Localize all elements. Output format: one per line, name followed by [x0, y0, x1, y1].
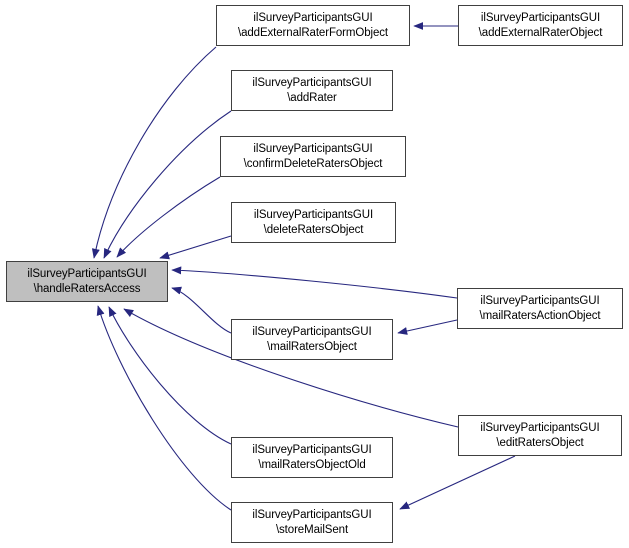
node-label-line1: ilSurveyParticipantsGUI [480, 422, 600, 434]
node-label-line2: \addExternalRaterFormObject [237, 26, 389, 39]
edge-addRater-to-handleRatersAccess [103, 110, 232, 259]
node-label-line1: ilSurveyParticipantsGUI [27, 268, 147, 280]
edge-mailRatersObject-to-handleRatersAccess [171, 286, 232, 334]
edge-confirmDeleteRatersObject-to-handleRatersAccess [116, 176, 221, 258]
node-label-line1: ilSurveyParticipantsGUI [480, 12, 601, 24]
node-mailRatersObject[interactable]: ilSurveyParticipantsGUI \mailRatersObjec… [231, 319, 393, 360]
node-addExternalRaterFormObject[interactable]: ilSurveyParticipantsGUI \addExternalRate… [216, 5, 410, 46]
edge-mailRatersActionObject-to-mailRatersObject [397, 319, 458, 335]
edge-storeMailSent-to-handleRatersAccess [96, 305, 232, 511]
edge-editRatersObject-to-storeMailSent [399, 455, 516, 510]
node-label-line1: ilSurveyParticipantsGUI [252, 444, 372, 456]
edge-mailRatersObjectOld-to-handleRatersAccess [108, 306, 232, 445]
node-label-line2: \handleRatersAccess [33, 282, 141, 295]
node-storeMailSent[interactable]: ilSurveyParticipantsGUI \storeMailSent [231, 502, 393, 543]
edge-mailRatersActionObject-to-handleRatersAccess [171, 266, 458, 299]
node-deleteRatersObject[interactable]: ilSurveyParticipantsGUI \deleteRatersObj… [231, 202, 396, 243]
node-label-line2: \addRater [287, 91, 337, 104]
node-label-line2: \mailRatersActionObject [479, 309, 601, 322]
node-label-line2: \mailRatersObjectOld [258, 458, 366, 471]
node-label-line1: ilSurveyParticipantsGUI [252, 77, 372, 89]
node-label-line2: \confirmDeleteRatersObject [243, 157, 383, 170]
node-label-line1: ilSurveyParticipantsGUI [252, 326, 372, 338]
node-label-line2: \addExternalRaterObject [478, 26, 603, 39]
node-handleRatersAccess[interactable]: ilSurveyParticipantsGUI \handleRatersAcc… [6, 261, 168, 302]
node-label-line1: ilSurveyParticipantsGUI [253, 12, 373, 24]
node-label-line1: ilSurveyParticipantsGUI [252, 509, 372, 521]
node-mailRatersObjectOld[interactable]: ilSurveyParticipantsGUI \mailRatersObjec… [231, 437, 393, 478]
node-label-line2: \editRatersObject [496, 436, 584, 449]
node-label-line1: ilSurveyParticipantsGUI [480, 295, 600, 307]
edge-addExternalRaterFormObject-to-handleRatersAccess [91, 46, 217, 259]
node-label-line2: \mailRatersObject [267, 340, 357, 353]
node-label-line1: ilSurveyParticipantsGUI [253, 143, 373, 155]
node-label-line2: \storeMailSent [275, 523, 349, 536]
node-mailRatersActionObject[interactable]: ilSurveyParticipantsGUI \mailRatersActio… [457, 288, 623, 329]
node-confirmDeleteRatersObject[interactable]: ilSurveyParticipantsGUI \confirmDeleteRa… [220, 136, 406, 177]
node-label-line2: \deleteRatersObject [263, 223, 364, 236]
node-label-line1: ilSurveyParticipantsGUI [253, 209, 374, 221]
node-addRater[interactable]: ilSurveyParticipantsGUI \addRater [231, 70, 393, 111]
edge-deleteRatersObject-to-handleRatersAccess [159, 235, 232, 260]
node-addExternalRaterObject[interactable]: ilSurveyParticipantsGUI \addExternalRate… [458, 5, 623, 46]
node-editRatersObject[interactable]: ilSurveyParticipantsGUI \editRatersObjec… [458, 415, 622, 456]
